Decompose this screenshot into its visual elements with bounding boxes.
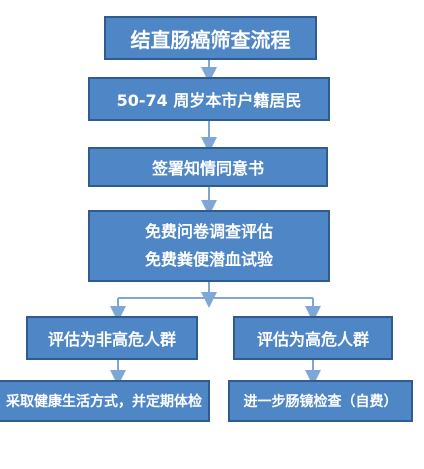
step-consent-box: 签署知情同意书	[88, 147, 328, 187]
step-age-label: 50-74 周岁本市户籍居民	[116, 91, 302, 110]
low-risk-action-label: 采取健康生活方式，并定期体检	[6, 394, 202, 410]
high-risk-box: 评估为高危人群	[233, 316, 393, 360]
step-age-box: 50-74 周岁本市户籍居民	[88, 77, 330, 121]
flowchart-title-box: 结直肠癌筛查流程	[104, 16, 317, 60]
step-consent-label: 签署知情同意书	[151, 159, 264, 178]
low-risk-box: 评估为非高危人群	[26, 316, 198, 360]
flowchart-title: 结直肠癌筛查流程	[130, 27, 291, 52]
high-risk-label: 评估为高危人群	[256, 330, 369, 349]
step-fecal-test-label: 免费粪便潜血试验	[144, 250, 273, 269]
high-risk-action-box: 进一步肠镜检查（自费）	[228, 380, 413, 422]
high-risk-action-label: 进一步肠镜检查（自费）	[243, 394, 398, 410]
step-tests-box: 免费问卷调查评估 免费粪便潜血试验	[88, 210, 330, 282]
step-questionnaire-label: 免费问卷调查评估	[144, 222, 273, 241]
low-risk-action-box: 采取健康生活方式，并定期体检	[0, 380, 210, 422]
low-risk-label: 评估为非高危人群	[47, 330, 176, 349]
